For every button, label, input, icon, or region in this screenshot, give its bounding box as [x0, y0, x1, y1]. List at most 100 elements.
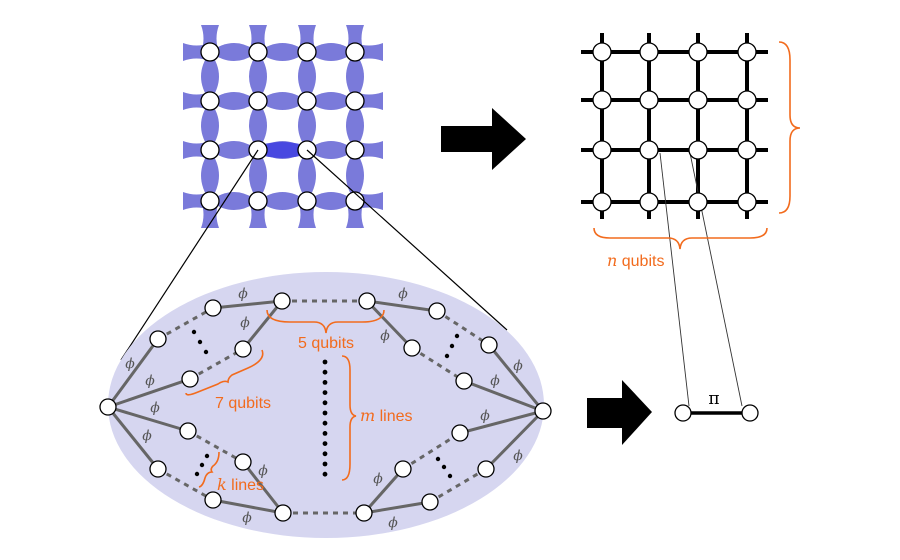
graph-edge — [107, 405, 189, 433]
highlighted-bond — [255, 142, 309, 158]
lattice-qubit — [248, 91, 268, 111]
lattice-bond — [210, 92, 258, 110]
brace-7-qubits — [185, 349, 264, 396]
lattice-qubit — [592, 90, 612, 110]
lattice-qubit — [345, 140, 365, 160]
lattice-qubit — [737, 90, 757, 110]
lattice-bond — [258, 92, 307, 110]
ellipsis-dot — [197, 339, 203, 345]
lattice-qubit — [688, 90, 708, 110]
qubit-node — [273, 292, 291, 310]
zoomed-bond-ellipse — [108, 272, 544, 538]
qubit-node — [480, 336, 498, 354]
ellipsis-dot — [449, 343, 455, 349]
qubit-node — [149, 330, 167, 348]
graph-edge — [107, 377, 191, 409]
zoom-lines — [120, 149, 508, 361]
ellipsis-dot — [441, 464, 447, 470]
ellipsis-dot — [322, 420, 328, 426]
arrows — [441, 108, 652, 445]
lattice-bond — [249, 101, 267, 150]
ellipsis-dot — [322, 461, 328, 467]
lattice-qubit — [737, 42, 757, 62]
ellipsis-dot — [322, 369, 328, 375]
ellipsis-dot — [203, 349, 209, 355]
reduced-node-right — [741, 404, 759, 422]
k-variable: k — [217, 475, 227, 494]
lattice-qubit — [200, 140, 220, 160]
graph-edge — [212, 299, 283, 310]
ellipsis-dot — [322, 471, 328, 477]
lattice-bond — [201, 150, 219, 201]
phi-label: ϕ — [258, 463, 268, 479]
qubit-node — [204, 299, 222, 317]
ellipsis-dot — [322, 400, 328, 406]
qubit-node — [149, 460, 167, 478]
zoom-line — [689, 152, 743, 407]
lattice-qubit — [200, 42, 220, 62]
brace-m-lines — [341, 355, 357, 481]
n-qubits-text: qubits — [617, 253, 664, 270]
graph-edge — [487, 344, 545, 412]
graph-edge — [212, 498, 284, 515]
lattice-qubit — [297, 191, 317, 211]
qubit-node — [234, 453, 252, 471]
arrow-right-bottom-icon — [587, 380, 652, 445]
lattice-bond — [307, 141, 355, 159]
graph-edge — [459, 409, 544, 435]
zoom-line — [659, 152, 690, 407]
lattice-bond — [258, 43, 307, 61]
graph-edge — [241, 461, 285, 514]
lattice-qubit — [639, 192, 659, 212]
braces — [185, 41, 801, 488]
lattice-bond — [307, 43, 355, 61]
graph-edge — [106, 406, 160, 470]
qubit-node — [421, 493, 439, 511]
phi-label: ϕ — [513, 448, 523, 464]
graph-edge — [463, 379, 544, 413]
phi-label: ϕ — [513, 358, 523, 374]
graph-edge-dashed — [429, 467, 487, 504]
ellipsis-dot — [322, 380, 328, 385]
phi-label: ϕ — [388, 515, 398, 531]
phi-label: ϕ — [480, 408, 490, 424]
arrow-right-top-icon — [441, 108, 526, 170]
ellipsis-dot — [454, 333, 460, 339]
lattice-bond — [307, 192, 355, 210]
qubit-node — [355, 504, 373, 522]
phi-label: ϕ — [240, 315, 250, 331]
lattice-bond — [210, 141, 258, 159]
ellipsis-dot — [322, 431, 328, 436]
qubit-node — [179, 422, 197, 440]
lattice-qubit — [200, 91, 220, 111]
graph-edge — [241, 300, 284, 350]
graph-edge — [363, 500, 431, 515]
lattice-bond — [210, 43, 258, 61]
label-n-qubits: n qubits — [607, 251, 664, 270]
lattice-qubit — [737, 192, 757, 212]
qubit-node — [358, 292, 376, 310]
lattice-bond — [201, 52, 219, 101]
phi-label: ϕ — [490, 373, 500, 389]
lattice-bond — [307, 92, 355, 110]
ellipsis-dot — [322, 410, 328, 416]
graph-edge — [366, 299, 438, 313]
lattice-bond — [249, 52, 267, 101]
ellipsis-dot — [322, 390, 328, 395]
lattice-with-lens-bonds — [183, 25, 383, 228]
lattice-qubit — [592, 192, 612, 212]
qubit-node — [455, 372, 473, 390]
m-variable: m — [360, 406, 375, 425]
qubit-node — [274, 504, 292, 522]
lattice-bond — [249, 150, 267, 201]
ellipsis-dot — [322, 451, 328, 457]
label-k-lines: k lines — [217, 475, 264, 494]
lattice-qubit — [200, 191, 220, 211]
qubit-node — [394, 460, 412, 478]
phi-label: ϕ — [125, 356, 135, 372]
graph-edge — [106, 338, 160, 408]
lattice-qubit — [639, 42, 659, 62]
ellipsis-dot — [444, 353, 450, 359]
